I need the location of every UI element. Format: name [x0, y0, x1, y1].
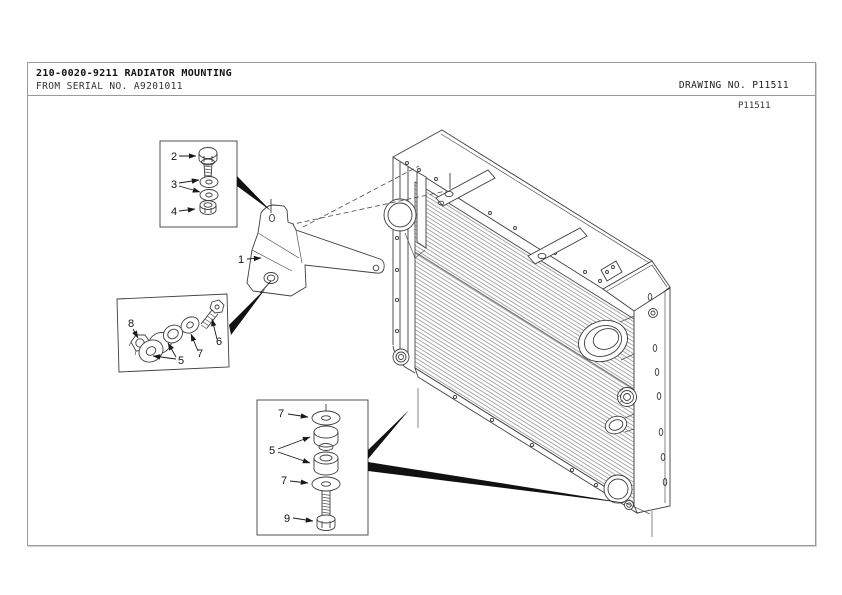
- callout-5: 5: [178, 355, 184, 367]
- detail-arrow: [229, 288, 266, 335]
- bottom-pipe: [603, 474, 634, 510]
- phantom-line: [302, 165, 420, 228]
- threaded-fitting: [617, 387, 637, 407]
- callout-6: 6: [216, 336, 222, 348]
- left-frame-channel: [392, 157, 416, 374]
- detail-inset-mount-stack: 7 5 7 9: [256, 399, 369, 536]
- callout-7: 7: [278, 408, 284, 420]
- callout-9: 9: [284, 513, 290, 525]
- callout-5: 5: [269, 445, 275, 457]
- callout-2: 2: [171, 151, 177, 163]
- bottom-frame: [414, 366, 638, 515]
- bracket-part-1: [246, 199, 385, 297]
- break-line: [417, 388, 653, 537]
- page-title: 210-0020-9211 RADIATOR MOUNTING: [36, 68, 232, 79]
- stub-pipe: [604, 413, 635, 435]
- callout-7: 7: [281, 475, 287, 487]
- right-tank: [633, 287, 671, 514]
- phantom-line: [288, 190, 447, 226]
- detail-arrow: [368, 410, 409, 459]
- washer-part-7-bottom: [311, 476, 341, 492]
- callout-8: 8: [128, 318, 134, 330]
- inlet-pipe: [383, 171, 427, 259]
- callout-7: 7: [197, 348, 203, 360]
- corner-bracket: [600, 260, 623, 282]
- washer-part-3: [199, 176, 219, 201]
- washer-part-7-top: [311, 410, 341, 426]
- outlet-pipe: [578, 315, 635, 363]
- cushion-part-5b: [162, 324, 184, 344]
- callout-4: 4: [171, 206, 177, 218]
- top-mounting-strap: [435, 169, 496, 207]
- washer-part-7: [180, 316, 200, 334]
- header-divider: [28, 95, 815, 96]
- callout-1: 1: [238, 254, 244, 266]
- tank-slots: [647, 293, 668, 486]
- radiator-drawing: [383, 129, 671, 537]
- bolt-part-6: [200, 299, 225, 330]
- callout-3: 3: [171, 179, 177, 191]
- detail-inset-cushion-assembly: 8 5 7 6: [116, 293, 230, 373]
- bolt-part-2: [198, 147, 218, 179]
- serial-note: FROM SERIAL NO. A9201011: [36, 81, 183, 92]
- cushion-part-5-stack: [313, 425, 339, 476]
- detail-arrow: [237, 176, 271, 211]
- drawing-number: DRAWING NO. P11511: [678, 80, 789, 91]
- bolt-part-9: [316, 491, 336, 531]
- top-mounting-strap: [527, 227, 588, 265]
- detail-inset-bolt-assembly: 2 3 4: [159, 140, 238, 228]
- nut-part-4: [199, 200, 217, 215]
- figure-number: P11511: [738, 101, 771, 111]
- detail-arrow: [368, 462, 632, 504]
